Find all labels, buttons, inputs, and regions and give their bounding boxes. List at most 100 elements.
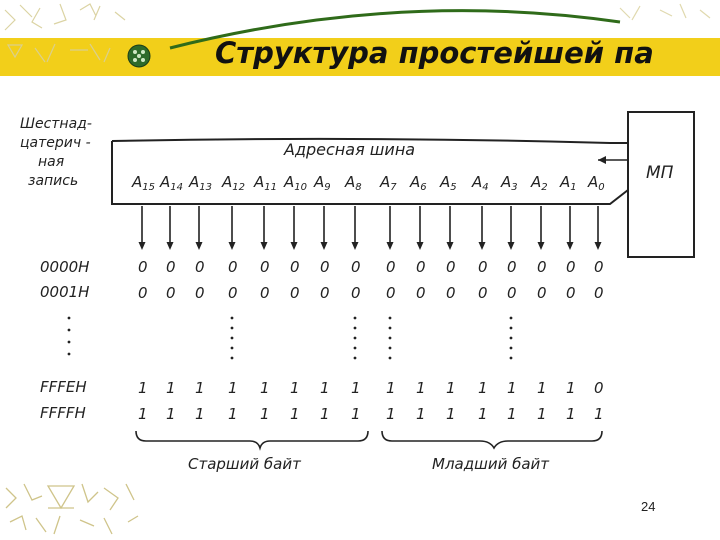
address-line-label: A2 [530, 173, 548, 193]
corner-ornament-top-right [619, 3, 711, 21]
ellipsis-dot [230, 346, 234, 350]
address-line-label: A6 [409, 173, 427, 193]
address-line-label: A13 [188, 173, 212, 193]
address-line-arrow-head [594, 242, 602, 250]
address-line-label: A15 [131, 173, 155, 193]
ellipsis-dot [388, 326, 392, 330]
address-line-arrow-head [416, 242, 424, 250]
bit-value: 0 [594, 379, 604, 397]
side-caption: Шестнад- цатерич - ная запись [20, 116, 92, 189]
bit-value: 0 [260, 258, 270, 276]
hex-label: FFFFH [40, 404, 86, 422]
bit-value: 1 [446, 405, 456, 423]
address-line-label: A8 [344, 173, 362, 193]
bit-value: 0 [566, 258, 576, 276]
ellipsis-dot [353, 316, 357, 320]
bit-value: 0 [290, 258, 300, 276]
bit-value: 1 [166, 405, 176, 423]
bit-value: 1 [228, 405, 238, 423]
bit-value: 1 [290, 405, 300, 423]
bit-value: 0 [478, 284, 488, 302]
bit-value: 0 [195, 284, 205, 302]
address-line-arrow-head [566, 242, 574, 250]
address-line-arrow-head [351, 242, 359, 250]
bit-value: 1 [507, 405, 517, 423]
ellipsis-dot [353, 336, 357, 340]
address-line-arrow-head [386, 242, 394, 250]
address-line-label: A11 [253, 173, 277, 193]
bit-value: 0 [138, 258, 148, 276]
bit-value: 1 [351, 405, 361, 423]
bit-value: 1 [478, 379, 488, 397]
ellipsis-dot [230, 356, 234, 360]
address-line-label: A10 [283, 173, 307, 193]
side-caption-line: ная [38, 154, 64, 170]
bit-value: 0 [566, 284, 576, 302]
address-line-label: A4 [471, 173, 489, 193]
bit-value: 1 [166, 379, 176, 397]
low-byte-brace [381, 430, 603, 450]
address-line-arrow-head [260, 242, 268, 250]
bit-value: 0 [166, 258, 176, 276]
mp-label: МП [646, 163, 674, 183]
bit-value: 1 [260, 405, 270, 423]
bit-value: 0 [228, 258, 238, 276]
bit-value: 0 [386, 284, 396, 302]
high-byte-brace [135, 430, 369, 451]
ellipsis-dot [509, 346, 513, 350]
bit-value: 0 [351, 258, 361, 276]
bus-label: Адресная шина [283, 140, 415, 159]
bit-value: 1 [138, 405, 148, 423]
bit-value: 0 [290, 284, 300, 302]
hex-labels: 0000H 0001H FFFEH FFFFH [40, 258, 89, 422]
bit-value: 1 [138, 379, 148, 397]
ellipsis-dot [353, 346, 357, 350]
high-byte-label: Старший байт [188, 455, 302, 473]
address-line-arrow-head [166, 242, 174, 250]
bit-value: 0 [416, 284, 426, 302]
hex-ellipsis [67, 316, 71, 356]
mp-arrow-head [598, 156, 606, 164]
ellipsis-dot [388, 316, 392, 320]
address-bus-diagram: Шестнад- цатерич - ная запись Адресная ш… [20, 111, 695, 473]
bit-value: 0 [228, 284, 238, 302]
bit-value: 0 [478, 258, 488, 276]
bit-value: 1 [228, 379, 238, 397]
bit-value: 1 [594, 405, 604, 423]
address-line-label: A5 [439, 173, 457, 193]
address-bus-outline [111, 137, 629, 205]
hex-label: 0001H [40, 283, 89, 301]
bit-value: 0 [507, 258, 517, 276]
address-line-label: A12 [221, 173, 245, 193]
hex-label: 0000H [40, 258, 89, 276]
bit-value: 1 [195, 405, 205, 423]
bit-value: 0 [594, 284, 604, 302]
bit-value: 0 [537, 284, 547, 302]
bit-value: 0 [320, 284, 330, 302]
bit-value: 0 [351, 284, 361, 302]
address-line-label: A14 [159, 173, 183, 193]
ellipsis-dot [230, 326, 234, 330]
mp-box [627, 111, 695, 258]
bit-value: 1 [537, 405, 547, 423]
bit-value: 1 [416, 405, 426, 423]
bit-value: 0 [320, 258, 330, 276]
bit-ellipsis [230, 316, 513, 360]
address-line-label: A7 [379, 173, 397, 193]
address-line-arrow-head [195, 242, 203, 250]
address-line-label: A0 [587, 173, 605, 193]
bit-value: 1 [478, 405, 488, 423]
bit-value: 0 [446, 284, 456, 302]
address-line-label: A9 [313, 173, 331, 193]
bit-value: 1 [416, 379, 426, 397]
address-line-arrows [138, 206, 602, 250]
ellipsis-dot [509, 336, 513, 340]
bit-value: 1 [507, 379, 517, 397]
title-banner [0, 38, 720, 76]
side-caption-line: цатерич - [20, 135, 91, 151]
bit-value: 0 [416, 258, 426, 276]
ellipsis-dot [388, 356, 392, 360]
ellipsis-dot [388, 336, 392, 340]
address-line-arrow-head [537, 242, 545, 250]
